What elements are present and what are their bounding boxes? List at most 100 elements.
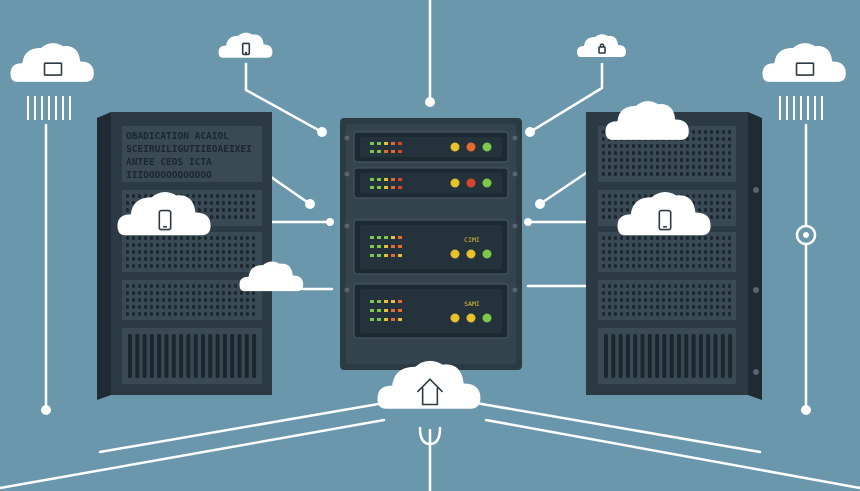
unit-label: CIMI [464, 236, 480, 244]
center-units: CIMI SAMI [344, 131, 518, 339]
status-led [384, 309, 388, 312]
indicator-light [466, 178, 476, 188]
dot-top-center [425, 97, 435, 107]
cloud-left-small [239, 261, 304, 292]
status-led [398, 236, 402, 239]
status-led [377, 178, 381, 181]
status-led [398, 300, 402, 303]
line-bottom-right-lower [484, 418, 860, 490]
indicator-light [466, 313, 476, 323]
line-bottom-left-upper [98, 401, 386, 454]
line-top-mid-right [528, 62, 604, 134]
status-led [370, 150, 374, 153]
status-led [398, 245, 402, 248]
window-icon [43, 62, 63, 76]
line-bottom-right-upper [474, 401, 762, 454]
status-led [370, 309, 374, 312]
indicator-light [466, 249, 476, 259]
status-led [377, 245, 381, 248]
status-led [391, 245, 395, 248]
indicator-light [450, 249, 460, 259]
indicator-light [466, 142, 476, 152]
cloud-bottom-center-home [377, 360, 481, 409]
indicator-light [450, 178, 460, 188]
cloud-right-phone [617, 192, 711, 236]
left-rack: OBADICATION ACAIOL SCEIRUILIGUTIIEOAEIXE… [97, 112, 272, 400]
status-led [377, 318, 381, 321]
server-unit [353, 131, 509, 163]
status-led [398, 254, 402, 257]
status-led [384, 300, 388, 303]
status-led [384, 254, 388, 257]
phone-icon [241, 42, 251, 56]
clouds [10, 32, 846, 409]
status-led [384, 142, 388, 145]
server-unit [353, 167, 509, 199]
status-led [370, 178, 374, 181]
status-led [377, 186, 381, 189]
status-led [398, 318, 402, 321]
status-led [384, 318, 388, 321]
left-rack-text-0: OBADICATION ACAIOL [126, 131, 229, 142]
ring-right-drop [795, 224, 817, 246]
line-top-mid-left [244, 62, 324, 134]
indicator-light [482, 142, 492, 152]
status-led [398, 186, 402, 189]
server-unit: CIMI [353, 219, 509, 275]
status-led [391, 186, 395, 189]
status-led [398, 178, 402, 181]
status-led [384, 236, 388, 239]
left-rack-text-2: ANTEE CEOS ICTA [126, 157, 212, 168]
status-led [370, 142, 374, 145]
dot-right-bottom [801, 405, 811, 415]
status-led [370, 300, 374, 303]
server-unit: SAMI [353, 283, 509, 339]
line-bottom-left-lower [0, 418, 386, 490]
status-led [370, 186, 374, 189]
phone-icon [158, 209, 172, 231]
status-led [398, 150, 402, 153]
status-led [391, 318, 395, 321]
dot-right-top [535, 199, 545, 209]
indicator-light [482, 249, 492, 259]
left-rack-text-1: SCEIRUILIGUTIIEOAEIXEI [126, 144, 252, 155]
status-led [391, 254, 395, 257]
dot-left-phone [326, 218, 334, 226]
rain-left [27, 96, 71, 120]
unit-label: SAMI [464, 300, 480, 308]
window-icon [795, 62, 815, 76]
center-rack: CIMI SAMI [340, 118, 522, 370]
dot-top-mid-right [525, 127, 535, 137]
status-led [377, 254, 381, 257]
right-vent-pattern [602, 130, 733, 378]
rain-lines [27, 96, 823, 120]
cloud-right-top [605, 101, 689, 140]
indicator-light [450, 313, 460, 323]
status-led [391, 236, 395, 239]
status-led [384, 178, 388, 181]
status-led [377, 150, 381, 153]
status-led [370, 318, 374, 321]
rain-right [779, 96, 823, 120]
dot-right-phone [524, 218, 532, 226]
status-led [377, 142, 381, 145]
indicator-light [482, 178, 492, 188]
status-led [391, 300, 395, 303]
status-led [370, 254, 374, 257]
cloud-top-left-window [10, 43, 94, 82]
status-led [384, 150, 388, 153]
dot-left-rack [305, 199, 315, 209]
status-led [398, 309, 402, 312]
status-led [384, 186, 388, 189]
cloud-left-phone [117, 192, 211, 236]
lock-icon [598, 43, 606, 54]
indicator-light [482, 313, 492, 323]
indicator-light [450, 142, 460, 152]
status-led [391, 178, 395, 181]
phone-icon [658, 209, 672, 231]
hook-connector [418, 426, 442, 446]
status-led [398, 142, 402, 145]
left-rack-label: OBADICATION ACAIOL SCEIRUILIGUTIIEOAEIXE… [126, 131, 252, 181]
cloud-top-mid-left-phone [218, 32, 273, 58]
